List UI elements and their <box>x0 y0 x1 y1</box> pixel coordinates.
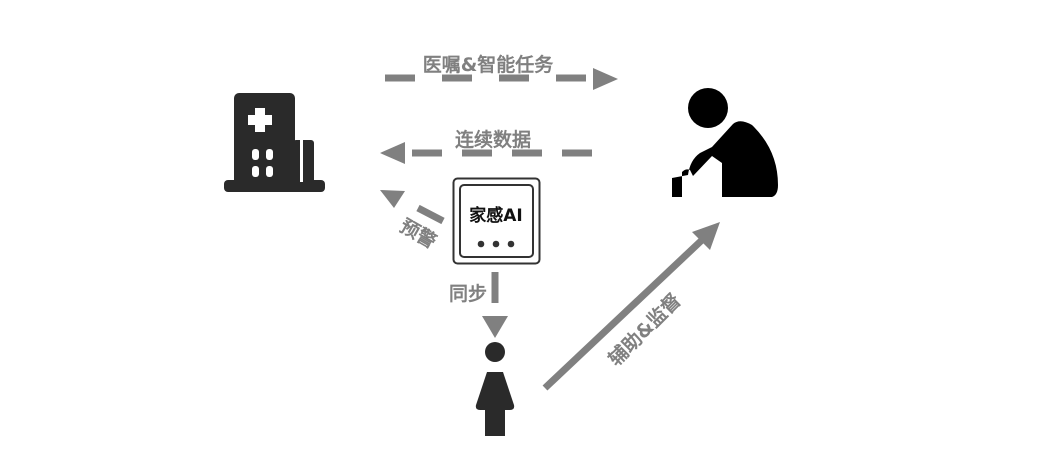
sync-arrow <box>482 272 508 338</box>
data-label: 连续数据 <box>455 128 531 151</box>
assist-arrow <box>542 222 720 391</box>
sync-label: 同步 <box>449 283 487 305</box>
elder-person-icon <box>672 88 778 197</box>
caregiver-woman-icon <box>475 342 515 436</box>
device-label: 家感AI <box>469 205 522 226</box>
data-arrow <box>380 142 612 164</box>
warning-arrow <box>380 190 445 225</box>
home-ai-device <box>452 177 541 265</box>
assist-label: 辅助&监督 <box>604 289 686 371</box>
dot-icon <box>507 240 515 248</box>
orders-arrow <box>385 68 618 90</box>
dot-icon <box>477 240 485 248</box>
hospital-icon <box>224 93 325 192</box>
dot-icon <box>492 240 500 248</box>
orders-label: 医嘱&智能任务 <box>423 53 555 76</box>
